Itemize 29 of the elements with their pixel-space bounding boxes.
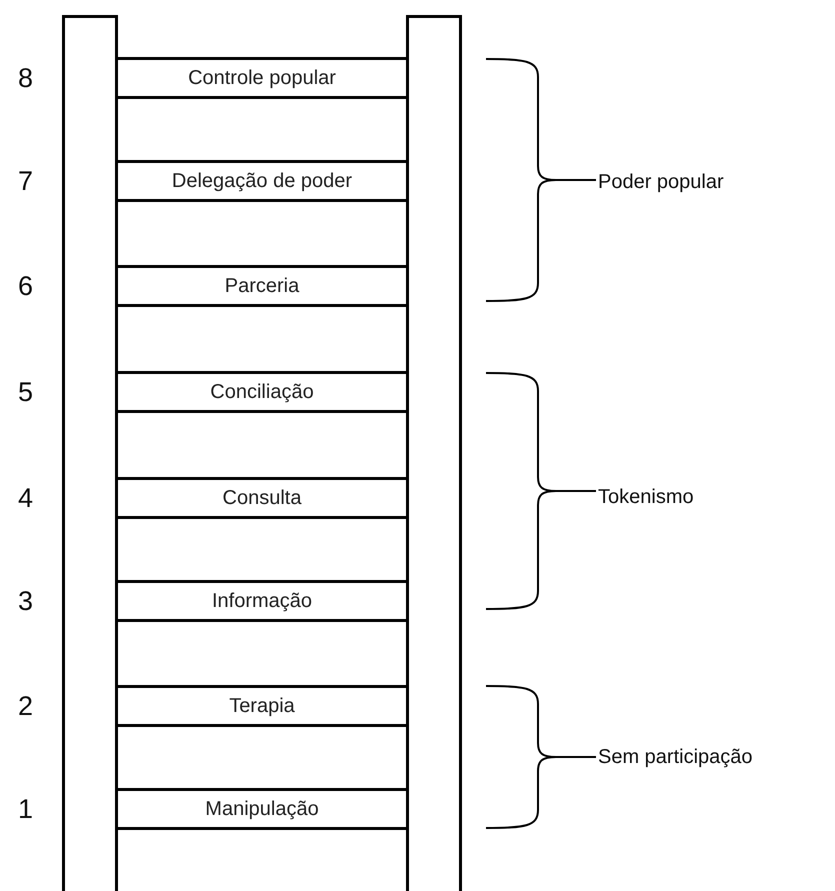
step-number: 5 (18, 379, 34, 406)
step-number: 3 (18, 588, 34, 615)
group-label: Sem participação (598, 747, 753, 767)
rung-label: Delegação de poder (172, 170, 352, 192)
step-number: 1 (18, 796, 34, 823)
rung-label: Controle popular (188, 66, 336, 90)
group-label: Poder popular (598, 172, 724, 192)
ladder-rung (118, 371, 406, 413)
step-number: 2 (18, 693, 34, 720)
rung-label: Consulta (222, 486, 302, 510)
ladder-rung (118, 685, 406, 727)
rung-label: Parceria (224, 274, 300, 298)
ladder-rung (118, 265, 406, 307)
step-number: 8 (18, 65, 34, 92)
rung-label: Conciliação (210, 380, 314, 404)
ladder-rung (118, 788, 406, 830)
ladder-rung (118, 477, 406, 519)
ladder-rung (118, 580, 406, 622)
ladder-rung (118, 160, 406, 202)
ladder-rail (406, 15, 462, 891)
ladder-rung (118, 57, 406, 99)
rung-label: Manipulação (205, 798, 319, 820)
step-number: 6 (18, 273, 34, 300)
group-label: Tokenismo (598, 487, 694, 507)
rung-label: Informação (212, 590, 312, 612)
ladder-rail (62, 15, 118, 891)
step-number: 7 (18, 168, 34, 195)
rung-label: Terapia (229, 694, 295, 718)
step-number: 4 (18, 485, 34, 512)
